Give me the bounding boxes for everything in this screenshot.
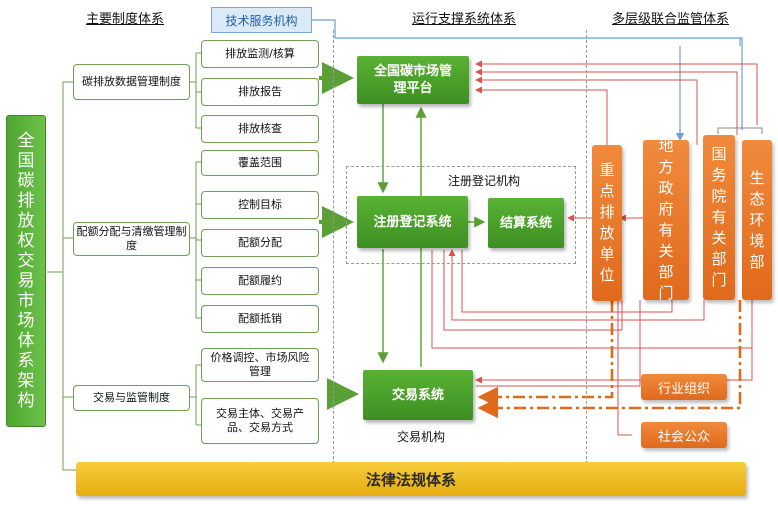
item-trading-subject: 交易主体、交易产品、交易方式 <box>201 398 319 444</box>
column-divider <box>586 30 587 464</box>
tree-lines-left <box>47 52 201 471</box>
industry-org-box: 行业组织 <box>641 374 727 400</box>
root-title-box: 全国碳排放权交易市场体系架构 <box>6 115 46 427</box>
column-header-supervision: 多层级联合监管体系 <box>612 12 730 27</box>
state-council-box: 国务院有关部门 <box>703 135 735 300</box>
key-emitters-label: 重点排放单位 <box>599 161 615 284</box>
trading-system: 交易系统 <box>363 370 473 420</box>
registry-org-area <box>346 166 576 264</box>
trading-org-label: 交易机构 <box>397 430 446 444</box>
key-emitters-box: 重点排放单位 <box>592 145 622 301</box>
registry-system: 注册登记系统 <box>357 196 468 248</box>
column-header-support-systems: 运行支撑系统体系 <box>412 12 517 27</box>
column-divider <box>333 30 334 464</box>
settlement-system: 结算系统 <box>488 198 564 248</box>
item-emission-monitoring: 排放监测/核算 <box>201 40 319 68</box>
item-quota-offset: 配额抵销 <box>201 305 319 333</box>
state-council-label: 国务院有关部门 <box>711 145 727 289</box>
item-price-risk: 价格调控、市场风险管理 <box>201 348 319 382</box>
eco-env-box: 生态环境部 <box>742 140 772 300</box>
item-quota-allocation: 配额分配 <box>201 229 319 257</box>
category-data-management: 碳排放数据管理制度 <box>73 64 190 100</box>
registry-org-label: 注册登记机构 <box>448 174 521 188</box>
local-gov-box: 地方政府有关部门 <box>643 137 689 302</box>
item-control-target: 控制目标 <box>201 191 319 219</box>
platform-system: 全国碳市场管理平台 <box>357 56 469 104</box>
item-emission-verification: 排放核查 <box>201 115 319 143</box>
item-coverage: 覆盖范围 <box>201 150 319 176</box>
eco-env-label: 生态环境部 <box>749 168 765 271</box>
tech-service-box: 技术服务机构 <box>211 7 312 33</box>
item-emission-report: 排放报告 <box>201 78 319 106</box>
item-quota-compliance: 配额履约 <box>201 267 319 295</box>
category-trading-management: 交易与监管制度 <box>73 385 190 411</box>
local-gov-label: 地方政府有关部门 <box>658 137 674 302</box>
category-quota-management: 配额分配与清缴管理制度 <box>73 222 190 256</box>
column-header-institutions: 主要制度体系 <box>86 12 165 27</box>
public-box: 社会公众 <box>641 422 727 448</box>
root-title: 全国碳排放权交易市场体系架构 <box>17 131 35 411</box>
legal-framework-bar: 法律法规体系 <box>76 462 746 496</box>
